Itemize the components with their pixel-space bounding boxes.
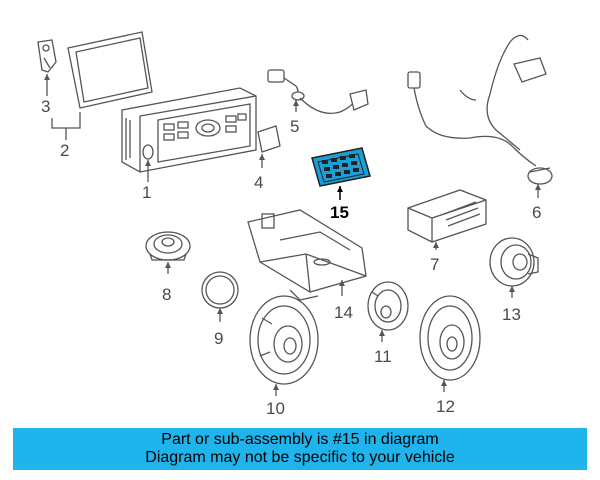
callout-9: 9: [214, 329, 223, 348]
callout-2: 2: [60, 141, 69, 160]
callout-6: 6: [532, 203, 541, 222]
callout-5: 5: [290, 117, 299, 136]
info-banner: Part or sub-assembly is #15 in diagram D…: [13, 428, 587, 470]
part-15-keypad[interactable]: [311, 147, 371, 187]
callout-4: 4: [254, 173, 263, 192]
part-11-speaker[interactable]: [367, 281, 409, 331]
part-10-speaker[interactable]: [249, 295, 319, 385]
callout-8: 8: [162, 285, 171, 304]
arrow-13: [509, 286, 515, 292]
arrow-10: [273, 384, 279, 390]
part-5-cable[interactable]: [267, 69, 369, 115]
part-13-speaker[interactable]: [489, 237, 539, 287]
callout-11: 11: [374, 347, 392, 366]
banner-line-2: Diagram may not be specific to your vehi…: [145, 449, 455, 466]
callout-15: 15: [330, 203, 349, 222]
callout-13: 13: [502, 305, 521, 324]
arrow-7: [433, 242, 439, 248]
part-6-antenna-harness[interactable]: [407, 34, 553, 185]
arrow-12: [441, 380, 447, 386]
part-1-head-unit[interactable]: [121, 87, 257, 173]
callout-3: 3: [41, 97, 50, 116]
arrow-8: [165, 262, 171, 268]
part-2-display[interactable]: [67, 31, 153, 109]
arrow-1: [145, 160, 151, 166]
callout-1: 1: [142, 183, 151, 202]
arrow-11: [379, 330, 385, 336]
parts-diagram: 3 2 1 4: [37, 31, 553, 418]
arrow-3: [44, 74, 50, 80]
part-12-speaker[interactable]: [419, 295, 481, 381]
arrow-6: [535, 184, 541, 190]
callout-7: 7: [430, 255, 439, 274]
arrow-15: [337, 186, 343, 192]
arrow-4: [259, 154, 265, 160]
part-7-amplifier[interactable]: [407, 189, 487, 243]
part-4-module[interactable]: [257, 125, 281, 153]
arrow-5: [293, 100, 299, 106]
banner-line-1: Part or sub-assembly is #15 in diagram: [161, 431, 439, 448]
part-14-bracket[interactable]: [247, 209, 367, 301]
arrow-9: [217, 308, 223, 314]
arrow-14: [339, 280, 345, 286]
callout-12: 12: [436, 397, 455, 416]
callout-10: 10: [266, 399, 285, 418]
callout-14: 14: [334, 303, 353, 322]
part-9-ring[interactable]: [201, 271, 239, 309]
part-8-tweeter[interactable]: [145, 231, 191, 261]
part-3-bracket[interactable]: [37, 39, 57, 73]
